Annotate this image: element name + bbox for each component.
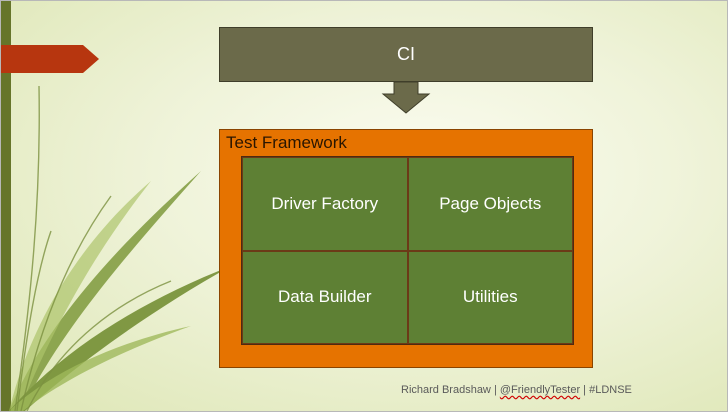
- left-accent-bar: [1, 1, 11, 411]
- footer-hashtag: #LDNSE: [589, 384, 632, 396]
- footer-separator: |: [583, 384, 587, 396]
- framework-label: Test Framework: [226, 133, 347, 152]
- footer-separator: |: [493, 384, 497, 396]
- footer-handle: @FriendlyTester: [499, 384, 581, 396]
- component-cell: Driver Factory: [242, 157, 408, 251]
- component-label: Data Builder: [277, 287, 372, 307]
- component-cell: Page Objects: [407, 157, 573, 251]
- ci-box: CI: [219, 27, 593, 82]
- red-accent-tab: [1, 45, 99, 73]
- component-cell: Utilities: [407, 250, 573, 344]
- leaf-group: [9, 171, 231, 411]
- grass-strokes: [14, 85, 172, 411]
- test-framework-box: Test Framework Driver Factory Page Objec…: [219, 129, 593, 368]
- slide-footer: Richard Bradshaw | @FriendlyTester | #LD…: [401, 384, 632, 396]
- component-label: Driver Factory: [271, 193, 379, 213]
- component-label: Utilities: [462, 287, 518, 307]
- ci-label: CI: [397, 44, 415, 64]
- footer-author: Richard Bradshaw: [401, 384, 491, 396]
- component-grid: Driver Factory Page Objects Data Builder…: [241, 156, 574, 345]
- down-arrow-icon: [381, 82, 431, 114]
- component-label: Page Objects: [439, 193, 542, 213]
- component-cell: Data Builder: [242, 250, 408, 344]
